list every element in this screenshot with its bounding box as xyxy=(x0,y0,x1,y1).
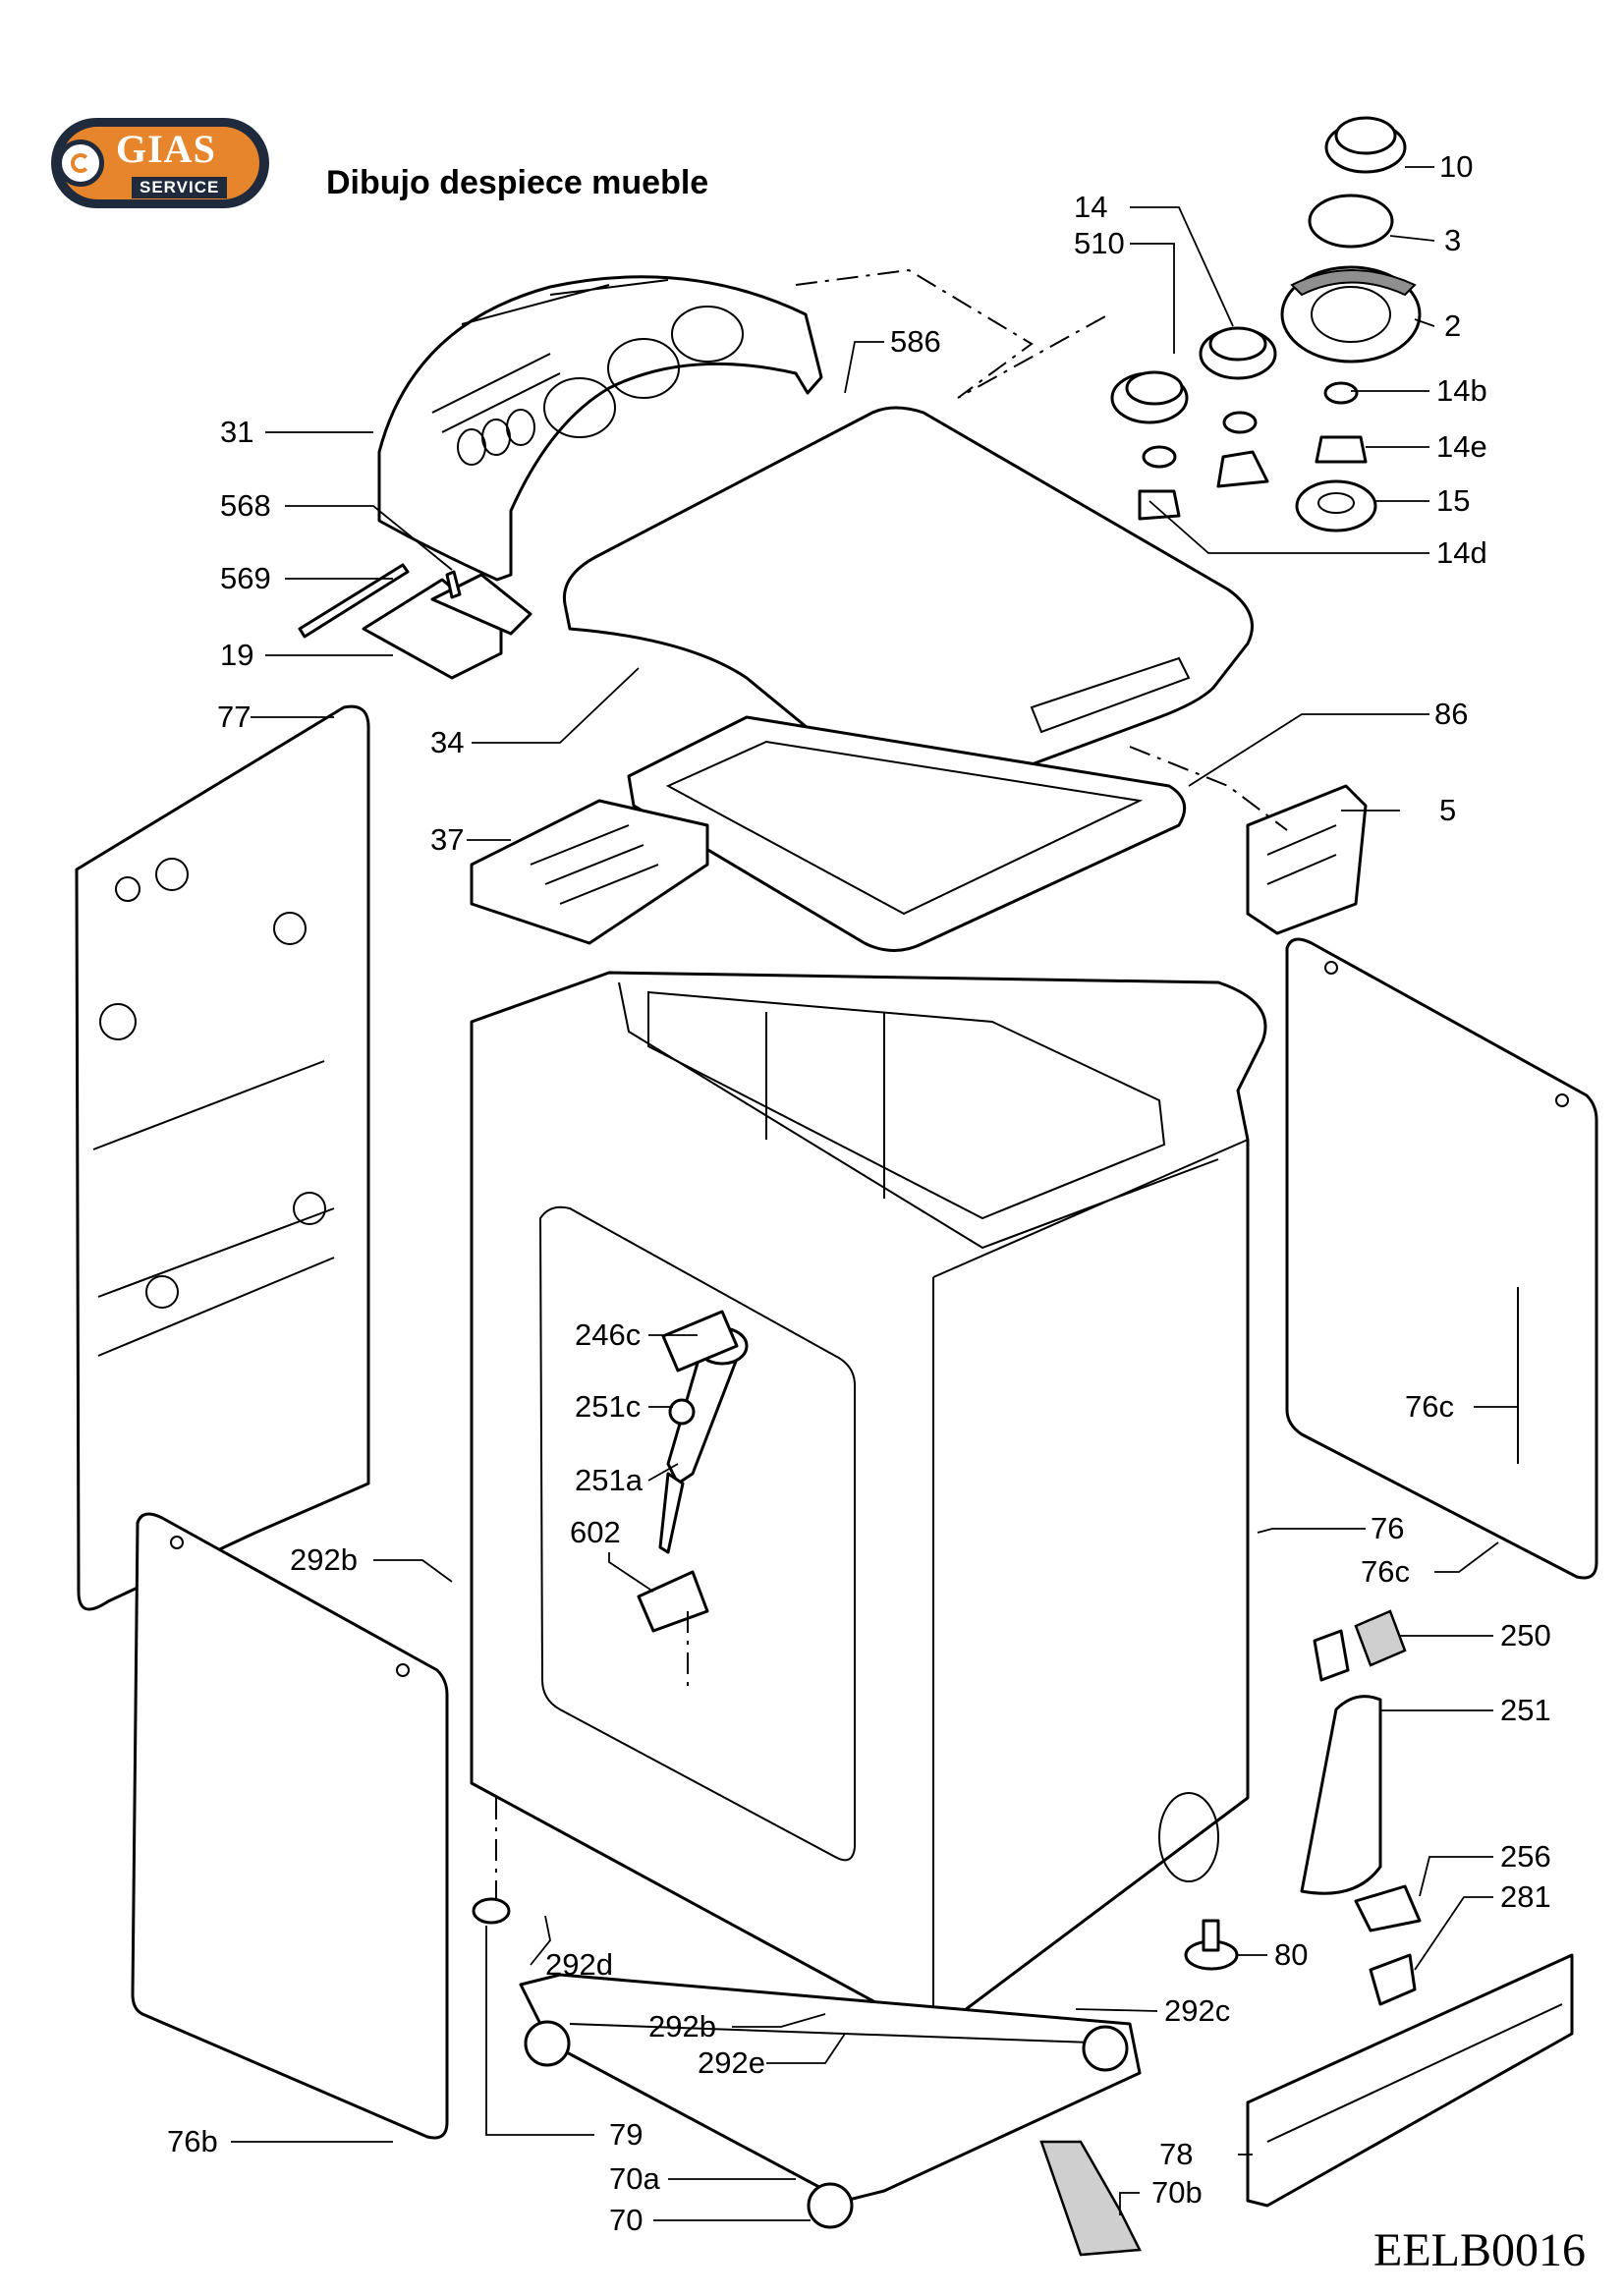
shock-absorber-part xyxy=(637,1310,749,1633)
dispenser-parts xyxy=(298,563,532,680)
label-70: 70 xyxy=(609,2203,643,2237)
rear-panel-part xyxy=(75,704,370,1611)
label-31: 31 xyxy=(220,415,253,449)
label-5: 5 xyxy=(1439,793,1456,827)
label-76c-upper: 76c xyxy=(1405,1389,1454,1424)
top-lid-part xyxy=(562,406,1254,806)
label-86: 86 xyxy=(1434,697,1468,731)
label-292b-lower: 292b xyxy=(648,2009,716,2044)
plinth-part xyxy=(1246,1953,1574,2208)
top-frame-part xyxy=(470,715,1187,952)
label-77: 77 xyxy=(217,700,251,734)
page-title: Dibujo despiece mueble xyxy=(326,164,709,201)
cabinet-body-part xyxy=(470,971,1267,2036)
side-panel-right-part xyxy=(1285,937,1598,1580)
label-76: 76 xyxy=(1371,1511,1404,1545)
guide-lines xyxy=(495,268,1288,1901)
label-79: 79 xyxy=(609,2117,643,2152)
label-34: 34 xyxy=(430,725,464,759)
label-14b: 14b xyxy=(1436,373,1487,408)
label-2: 2 xyxy=(1444,308,1461,343)
label-250: 250 xyxy=(1500,1618,1551,1652)
label-602: 602 xyxy=(570,1515,621,1549)
logo-name: GIAS xyxy=(116,127,216,171)
label-14e: 14e xyxy=(1436,429,1487,464)
label-569: 569 xyxy=(220,561,271,595)
label-251: 251 xyxy=(1500,1693,1551,1727)
label-10: 10 xyxy=(1439,149,1473,184)
label-70a: 70a xyxy=(609,2161,660,2196)
logo-sub: SERVICE xyxy=(132,177,228,198)
label-3: 3 xyxy=(1444,223,1461,257)
logo-mark-icon xyxy=(57,140,104,187)
side-panel-left-part xyxy=(131,1512,449,2140)
door-lock-part xyxy=(1246,784,1368,935)
part-labels: 10 3 2 14 510 14b 14e 15 14d 586 31 568 … xyxy=(167,149,1551,2237)
control-panel-part xyxy=(377,275,823,582)
label-292d: 292d xyxy=(545,1947,613,1982)
label-292c: 292c xyxy=(1164,1993,1230,2028)
drawing-code: EELB0016 xyxy=(1373,2224,1586,2276)
base-frame-part xyxy=(519,1973,1142,2257)
label-37: 37 xyxy=(430,822,464,857)
label-292b-left: 292b xyxy=(290,1542,358,1577)
label-76c-lower: 76c xyxy=(1361,1554,1410,1589)
label-510: 510 xyxy=(1074,226,1125,260)
label-256: 256 xyxy=(1500,1839,1551,1874)
knobs-group xyxy=(1110,116,1422,532)
label-281: 281 xyxy=(1500,1879,1551,1914)
label-251c: 251c xyxy=(575,1389,641,1424)
leader-lines xyxy=(231,166,1518,2221)
label-15: 15 xyxy=(1436,483,1470,518)
label-19: 19 xyxy=(220,638,253,672)
label-246c: 246c xyxy=(575,1317,641,1352)
label-70b: 70b xyxy=(1151,2175,1203,2210)
misc-small-parts xyxy=(472,1609,1422,2006)
label-80: 80 xyxy=(1274,1937,1308,1972)
label-78: 78 xyxy=(1159,2137,1193,2171)
label-76b: 76b xyxy=(167,2124,218,2158)
label-14: 14 xyxy=(1074,190,1107,224)
label-568: 568 xyxy=(220,488,271,523)
label-292e: 292e xyxy=(698,2045,765,2080)
label-251a: 251a xyxy=(575,1463,644,1497)
label-14d: 14d xyxy=(1436,535,1487,570)
gias-service-logo: GIAS SERVICE xyxy=(51,118,269,208)
label-586: 586 xyxy=(890,324,941,359)
